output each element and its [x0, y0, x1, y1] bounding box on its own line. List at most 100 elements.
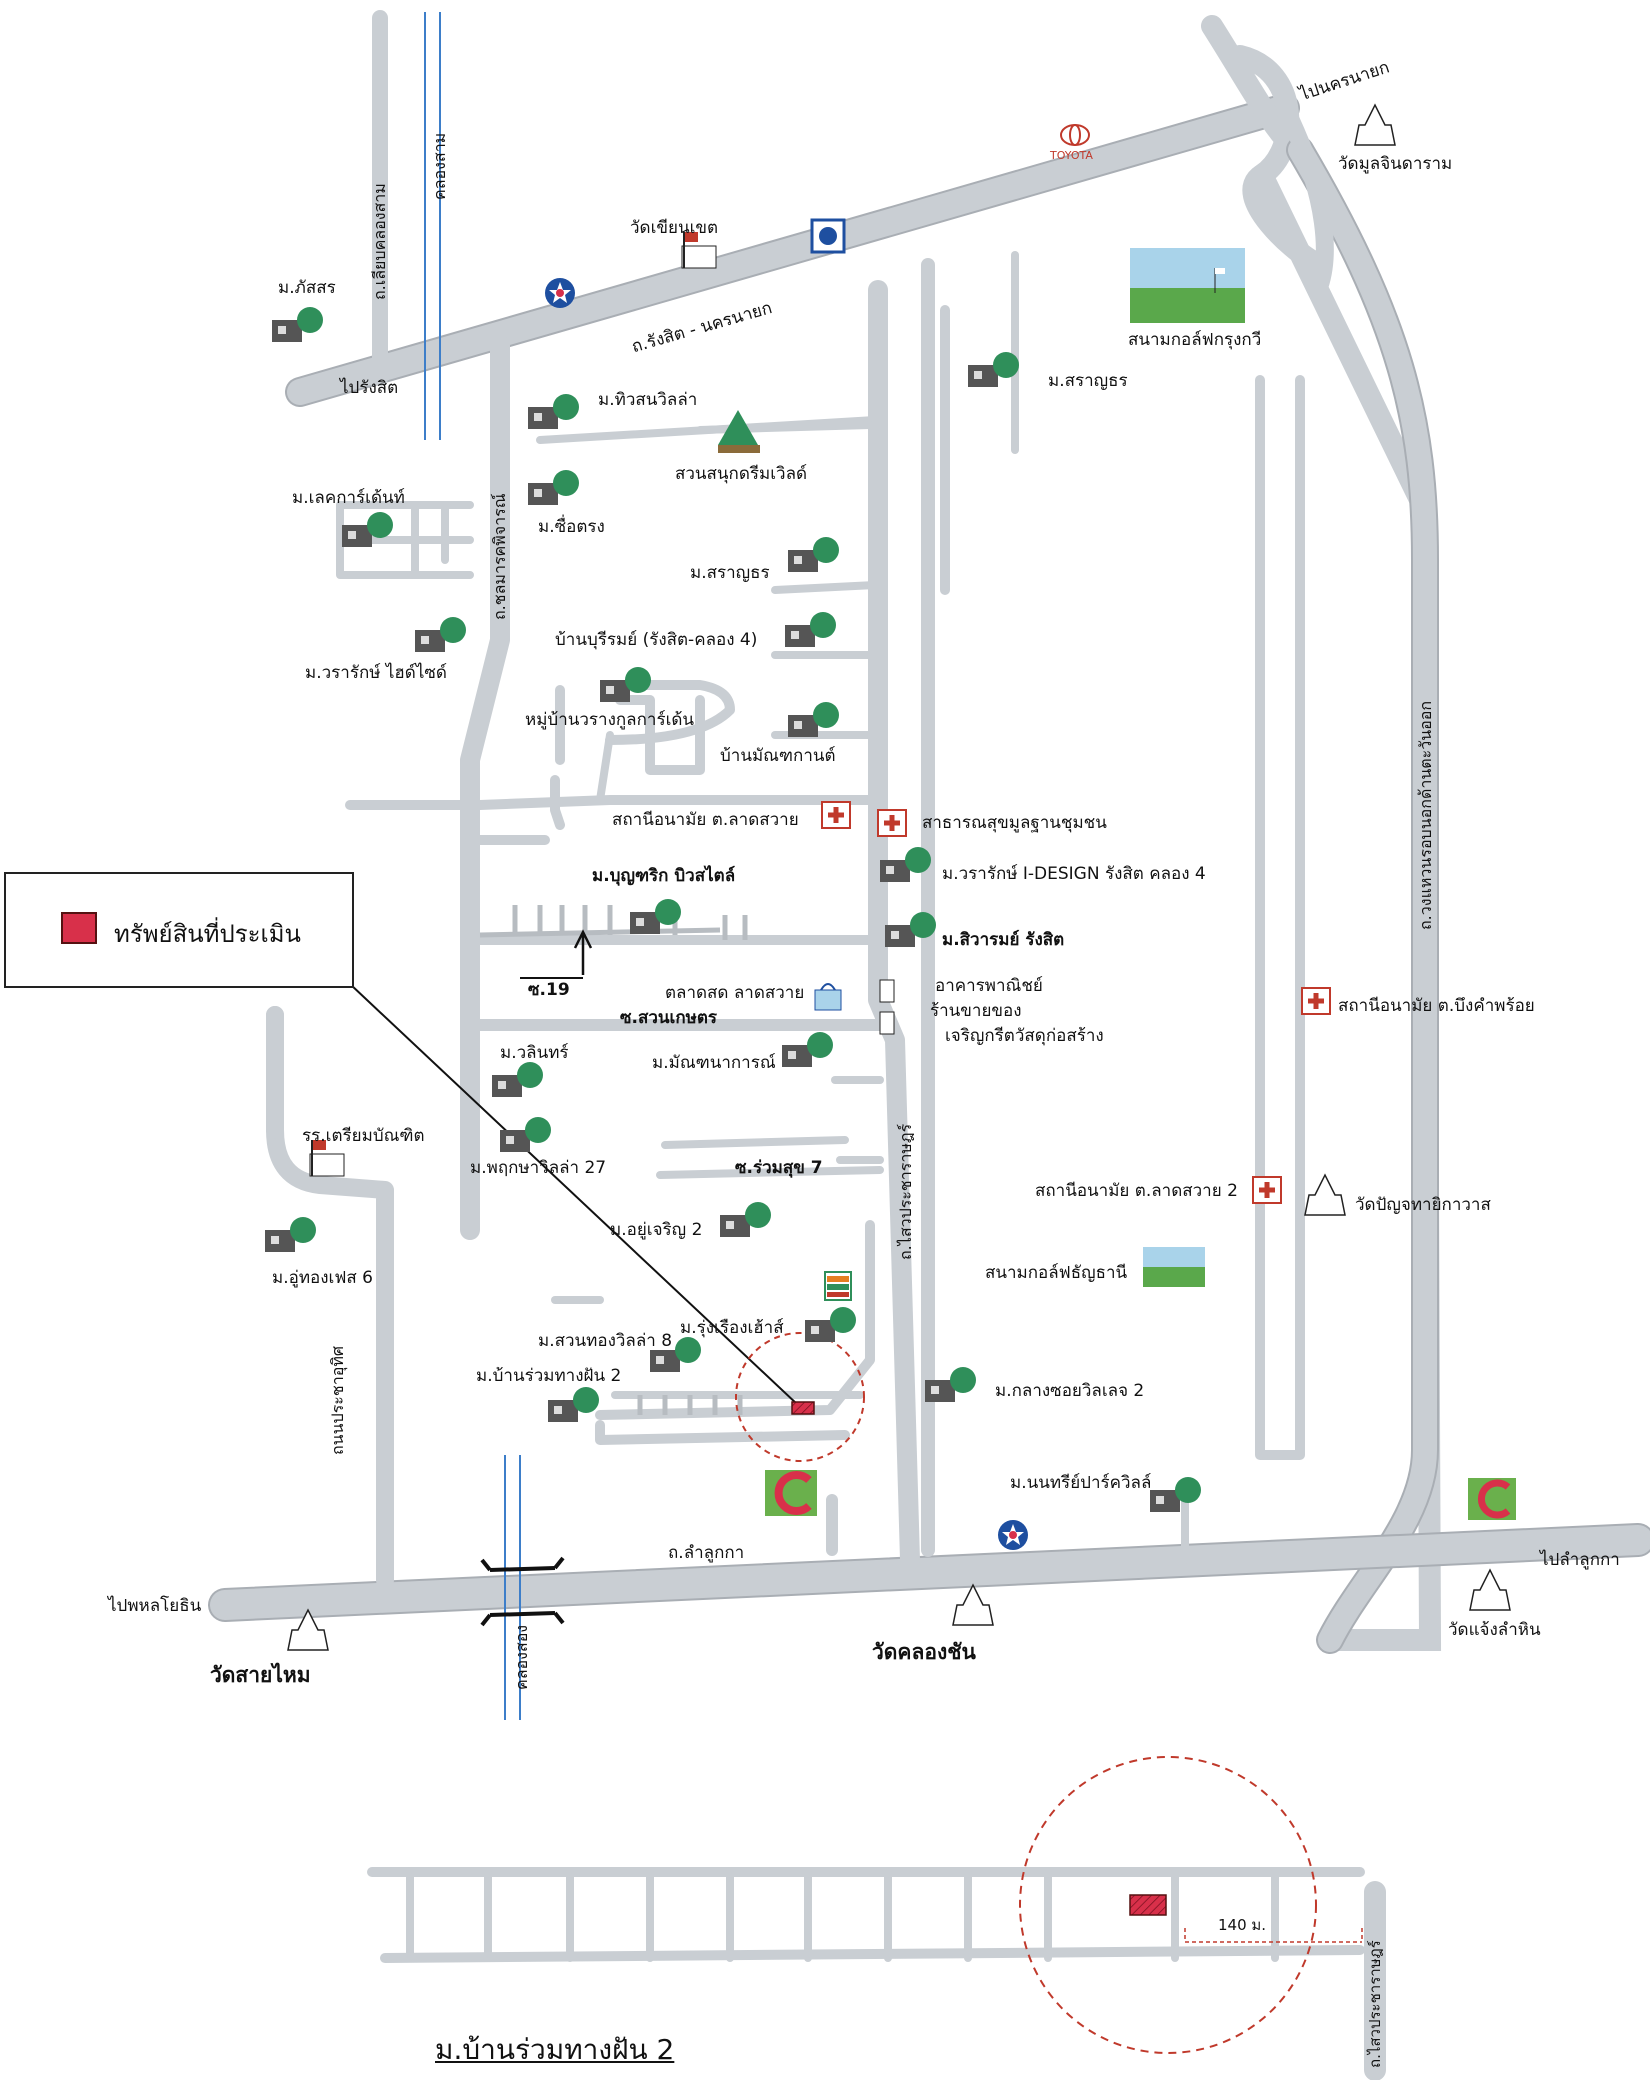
subject-circle — [735, 1332, 865, 1462]
label-lam-luk-ka-road: ถ.ลำลูกกา — [668, 1543, 745, 1563]
village-icon — [272, 307, 323, 342]
park-icon — [718, 410, 760, 453]
legend-swatch — [61, 912, 97, 944]
temple-icon — [1354, 103, 1396, 146]
label-mb-saranthorn-2: ม.สราญธร — [690, 563, 770, 583]
village-icon — [880, 847, 931, 882]
convenience-store-icon — [824, 1271, 852, 1301]
label-mb-sue-trong: ม.ซื่อตรง — [538, 517, 605, 537]
village-icon — [548, 1387, 599, 1422]
road-outer-ring-east — [1276, 99, 1439, 1654]
legend-label: ทรัพย์สินที่ประเมิน — [114, 920, 301, 948]
village-icon — [788, 702, 839, 737]
label-mb-walin: ม.วลินทร์ — [500, 1043, 569, 1063]
fuel-station-icon — [998, 1520, 1028, 1550]
canal-khlong-sam — [424, 12, 441, 440]
village-icon — [650, 1337, 701, 1372]
label-mb-boonyarit: ม.บุญฑริก บิวสไตล์ — [592, 866, 736, 886]
label-mb-lake-garden: ม.เลคการ์เด้นท์ — [292, 488, 405, 508]
canal-khlong-song — [504, 1455, 521, 1720]
legend-pointer-line — [349, 983, 799, 1406]
label-chomphon-road: ถ.ชลมารคพิจารณ์ — [490, 493, 509, 620]
village-icon — [630, 899, 681, 934]
label-mb-suan-thong-8: ม.สวนทองวิลล่า 8 — [538, 1331, 673, 1351]
label-ban-monthakan: บ้านมัณฑกานต์ — [720, 746, 836, 766]
label-mb-monthana: ม.มัณฑนาการณ์ — [652, 1053, 776, 1073]
label-mb-ban-ruam-2: ม.บ้านร่วมทางฝัน 2 — [476, 1366, 622, 1386]
village-icon — [415, 617, 466, 652]
big-c-icon — [765, 1470, 817, 1516]
village-icon — [805, 1307, 856, 1342]
label-to-lam-luk-ka: ไปลำลูกกา — [1540, 1550, 1620, 1570]
inset-subject-marker — [1129, 1894, 1167, 1916]
village-icon — [1150, 1477, 1201, 1512]
bridge — [480, 1556, 565, 1627]
legend-box: ทรัพย์สินที่ประเมิน — [4, 872, 354, 988]
label-sai-pracharat: ถ.ไสวประชาราษฎร์ — [896, 1123, 915, 1260]
health-center-icon — [821, 801, 851, 829]
label-golf-krungkavee: สนามกอล์ฟกรุงกวี — [1128, 330, 1262, 350]
label-health-lat-sawai: สถานีอนามัย ต.ลาดสวาย — [612, 810, 799, 830]
fuel-station-icons — [545, 278, 1028, 1550]
label-health-bueng-kham-phroi: สถานีอนามัย ต.บึงคำพร้อย — [1338, 996, 1535, 1016]
label-khlong-hok-wa: ถ.วงแหวนรอบนอกด้านตะวันออก — [1416, 700, 1435, 930]
village-icon — [342, 512, 393, 547]
temple-icons — [287, 103, 1511, 1651]
market-icon — [814, 983, 842, 1011]
bank-icon — [810, 218, 846, 254]
label-mb-thiwson-villa: ม.ทิวสนวิลล่า — [598, 390, 698, 410]
village-icon — [528, 394, 579, 429]
village-icon — [925, 1367, 976, 1402]
health-center-icon — [1301, 987, 1331, 1015]
label-to-phahonyothin: ไปพหลโยธิน — [108, 1596, 202, 1616]
soi-19-arrow — [573, 929, 593, 975]
label-to-rangsit: ไปรังสิต — [340, 378, 399, 398]
inset-distance-line — [1184, 1928, 1363, 1943]
soi-19-lanes — [479, 905, 748, 940]
label-khlong-song: คลองสอง — [512, 1624, 531, 1690]
ban-ruam-lanes — [637, 1395, 743, 1415]
label-mb-nantree: ม.นนทรีย์ปาร์ควิลล์ — [1010, 1473, 1152, 1493]
label-golf-thanyaburi: สนามกอล์ฟธัญธานี — [985, 1263, 1128, 1283]
label-wat-chaeng: วัดแจ้งลำหิน — [1448, 1620, 1541, 1640]
road-lam-luk-ka — [208, 1523, 1650, 1622]
shop-stubs — [879, 979, 895, 1035]
label-pracha-uthit: ถนนประชาอุทิศ — [328, 1345, 347, 1455]
label-mb-rung-rueang: ม.รุ่งเรืองเฮ้าส์ — [680, 1318, 784, 1338]
label-gold-shop: ร้านขายของ — [930, 1001, 1022, 1021]
minor-roads — [266, 10, 1305, 1589]
village-icon — [492, 1062, 543, 1097]
label-wat-mun-chindaram: วัดมูลจินดาราม — [1338, 154, 1453, 174]
village-icon — [720, 1202, 771, 1237]
golf-course-icon — [1143, 1247, 1205, 1287]
village-icon — [885, 912, 936, 947]
inset-map — [367, 1867, 1386, 2080]
label-wat-sai-mai: วัดสายไหม — [210, 1663, 311, 1687]
label-liap-khlong-sam: ถ.เลียบคลองสาม — [370, 183, 389, 300]
inset-road-label: ถ.ไสวประชาราษฎร์ — [1366, 1940, 1384, 2068]
label-mb-wararak-idesign: ม.วรารักษ์ I-DESIGN รังสิต คลอง 4 — [942, 864, 1206, 884]
label-market-lat-sawai: ตลาดสด ลาดสวาย — [665, 983, 805, 1003]
label-soi-ruam-suk-7: ซ.ร่วมสุข 7 — [735, 1158, 823, 1178]
label-wat-banya: วัดปัญจทายิกาวาส — [1355, 1195, 1491, 1215]
label-mb-u-thong-6: ม.อู่ทองเฟส 6 — [272, 1268, 373, 1288]
label-school-triam: รร.เตรียมบัณฑิต — [302, 1126, 425, 1146]
label-mb-siraram: ม.สิวารมย์ รังสิต — [942, 930, 1065, 950]
village-icon — [600, 667, 651, 702]
label-soi-suan-kaset: ซ.สวนเกษตร — [620, 1008, 718, 1028]
village-icons — [265, 307, 1201, 1512]
label-health-lat-sawai-2: สถานีอนามัย ต.ลาดสวาย 2 — [1035, 1181, 1238, 1201]
village-icon — [782, 1032, 833, 1067]
label-public-health-center: สาธารณสุขมูลฐานชุมชน — [922, 813, 1107, 833]
inset-circle — [1019, 1756, 1317, 2054]
toyota-logo — [1060, 124, 1090, 146]
label-mb-warang-kool: หมู่บ้านวรางกูลการ์เด้น — [525, 710, 695, 730]
golf-course-icon — [1130, 248, 1245, 323]
label-soi-19: ซ.19 — [528, 980, 570, 1000]
village-icon — [968, 352, 1019, 387]
school-icon — [309, 1140, 345, 1177]
label-toyota: TOYOTA — [1050, 149, 1093, 162]
label-charoen-material: เจริญกรีตวัสดุก่อสร้าง — [945, 1026, 1104, 1046]
inset-title: ม.บ้านร่วมทางฝัน 2 — [435, 2033, 675, 2066]
